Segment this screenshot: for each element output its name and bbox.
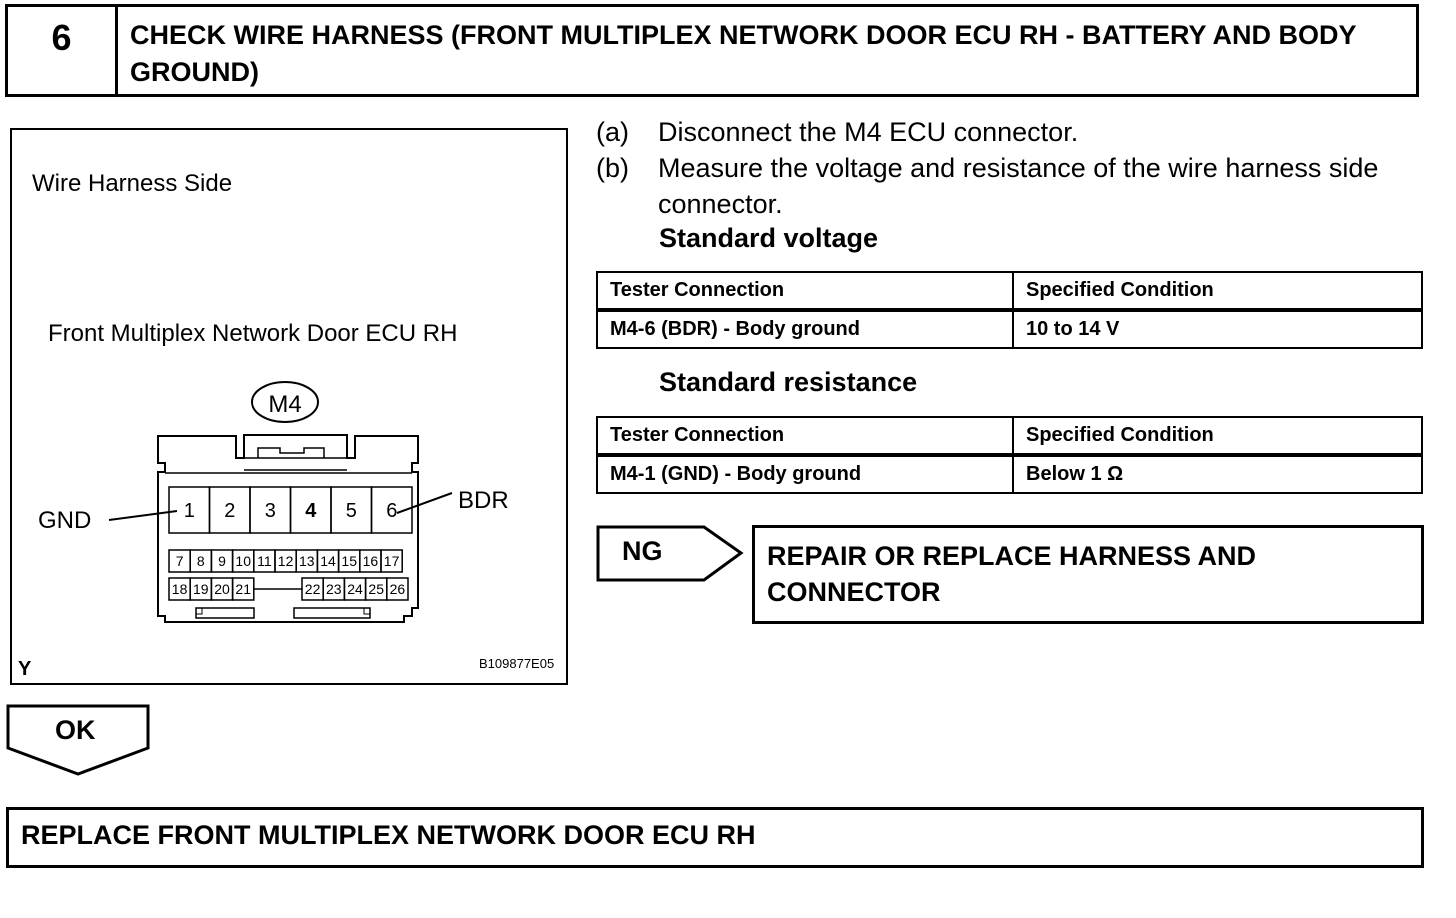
pin-16: 16 — [363, 553, 379, 569]
step-title: CHECK WIRE HARNESS (FRONT MULTIPLEX NETW… — [130, 20, 1356, 87]
pin-21-cell — [231, 577, 255, 601]
top-pin-row: 1 2 3 4 5 6 — [168, 486, 413, 534]
pin-3: 3 — [265, 500, 276, 522]
pin-6: 6 — [386, 500, 397, 522]
pin-11: 11 — [257, 553, 272, 569]
table-row: M4-1 (GND) - Body ground Below 1 Ω — [596, 454, 1423, 494]
corner-mark: Y — [18, 658, 32, 680]
pin-21: 21 — [235, 581, 251, 597]
instruction-a: (a) Disconnect the M4 ECU connector. — [596, 114, 1426, 154]
pin-19: 19 — [193, 581, 209, 597]
ok-arrow-icon — [6, 704, 150, 776]
pin-20: 20 — [214, 581, 230, 597]
voltage-row-connection: M4-6 (BDR) - Body ground — [596, 309, 1014, 349]
side-label: Wire Harness Side — [32, 170, 233, 197]
pin-25: 25 — [368, 581, 384, 597]
instruction-a-text: Disconnect the M4 ECU connector. — [658, 117, 1079, 147]
pin-1: 1 — [184, 500, 195, 522]
voltage-col-condition: Specified Condition — [1012, 271, 1423, 312]
component-label: Front Multiplex Network Door ECU RH — [48, 320, 458, 347]
pin-9: 9 — [218, 553, 226, 569]
ok-result-text: REPLACE FRONT MULTIPLEX NETWORK DOOR ECU… — [21, 820, 756, 850]
bottom-key-right — [293, 607, 371, 619]
pin-26: 26 — [390, 581, 406, 597]
pin-5: 5 — [346, 500, 357, 522]
instruction-b-tag: (b) — [596, 153, 629, 183]
pin-22: 22 — [305, 581, 321, 597]
pin-8: 8 — [197, 553, 205, 569]
pin-18: 18 — [172, 581, 188, 597]
connector-id-ellipse — [251, 381, 319, 423]
voltage-table: Tester Connection Specified Condition M4… — [596, 271, 1423, 349]
resistance-heading: Standard resistance — [659, 367, 918, 397]
ng-arrow-icon — [596, 525, 744, 582]
pin-17-cell — [380, 549, 403, 573]
pin-4: 4 — [305, 500, 317, 522]
connector-id-label: M4 — [268, 391, 301, 418]
connector-figure: Wire Harness Side Front Multiplex Networ… — [10, 128, 568, 685]
voltage-heading: Standard voltage — [659, 223, 879, 253]
pin-2: 2 — [224, 500, 235, 522]
pin-15: 15 — [341, 553, 357, 569]
gnd-label: GND — [38, 507, 91, 534]
pin-14: 14 — [320, 553, 336, 569]
connector-latch — [257, 447, 325, 458]
pin-26-cell — [386, 577, 409, 601]
ng-result-text: REPAIR OR REPLACE HARNESS AND CONNECTOR — [767, 541, 1257, 607]
bottom-key-left — [195, 607, 255, 619]
resistance-table: Tester Connection Specified Condition M4… — [596, 416, 1423, 494]
step-number: 6 — [8, 7, 118, 94]
pin-23: 23 — [326, 581, 342, 597]
figure-code: B109877E05 — [479, 656, 555, 671]
resistance-col-connection: Tester Connection — [596, 416, 1014, 457]
table-row: M4-6 (BDR) - Body ground 10 to 14 V — [596, 309, 1423, 349]
pin-7: 7 — [176, 553, 184, 569]
bdr-leader — [396, 492, 453, 514]
pin-13: 13 — [299, 553, 315, 569]
connector-housing — [157, 434, 419, 623]
ok-result-box: REPLACE FRONT MULTIPLEX NETWORK DOOR ECU… — [6, 807, 1424, 868]
pin-10: 10 — [235, 553, 251, 569]
pin-12: 12 — [278, 553, 294, 569]
ng-result-box: REPAIR OR REPLACE HARNESS AND CONNECTOR — [752, 525, 1424, 624]
pin-24: 24 — [347, 581, 363, 597]
step-header: 6 CHECK WIRE HARNESS (FRONT MULTIPLEX NE… — [5, 4, 1419, 97]
resistance-row-connection: M4-1 (GND) - Body ground — [596, 454, 1014, 494]
voltage-col-connection: Tester Connection — [596, 271, 1014, 312]
bdr-label: BDR — [458, 487, 509, 514]
bottom-pin-row: 18 19 20 21 22 23 24 25 26 — [168, 577, 409, 601]
ok-label: OK — [55, 715, 96, 745]
instruction-b: (b) Measure the voltage and resistance o… — [596, 150, 1426, 226]
ng-label: NG — [622, 536, 663, 566]
instruction-b-text: Measure the voltage and resistance of th… — [658, 153, 1379, 219]
pin-6-cell — [370, 486, 413, 534]
instruction-a-tag: (a) — [596, 117, 629, 147]
resistance-col-condition: Specified Condition — [1012, 416, 1423, 457]
resistance-row-condition: Below 1 Ω — [1012, 454, 1423, 494]
gnd-leader — [108, 510, 178, 521]
pin-17: 17 — [384, 553, 400, 569]
voltage-row-condition: 10 to 14 V — [1012, 309, 1423, 349]
